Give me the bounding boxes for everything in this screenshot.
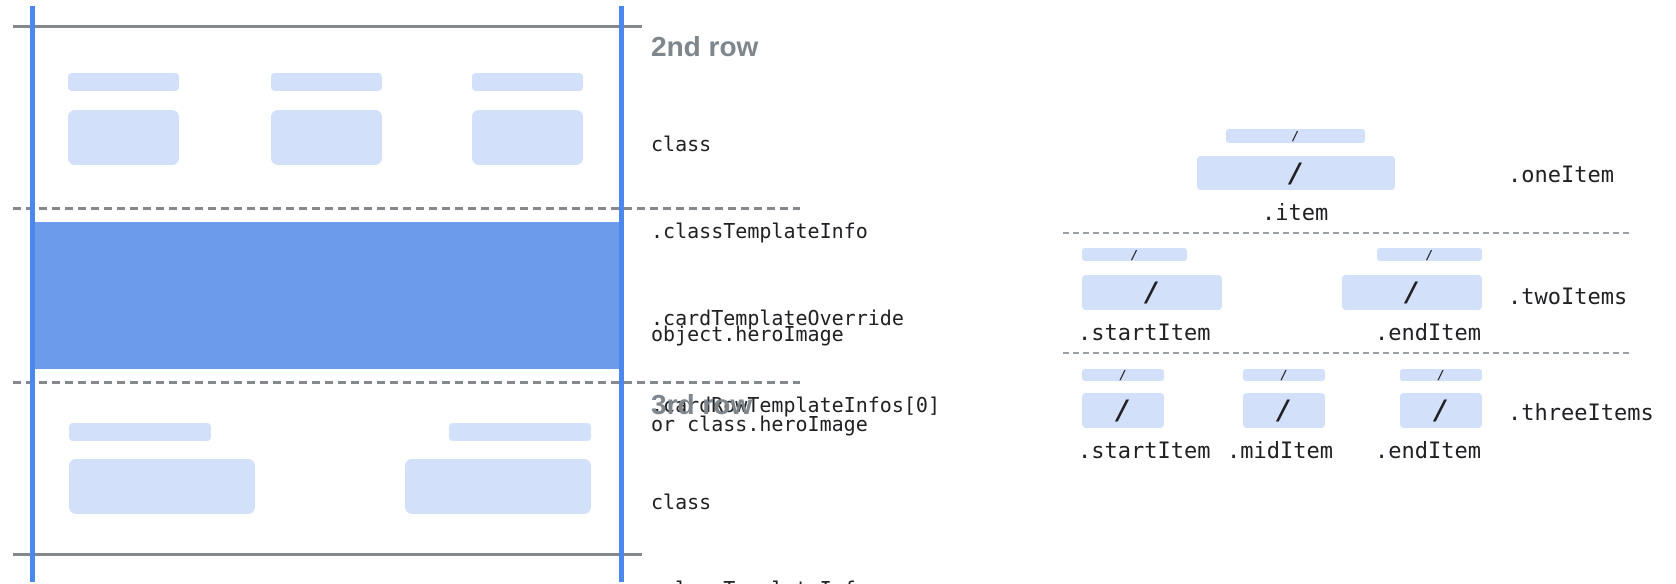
row3-divider-dashed-line — [13, 381, 800, 384]
row3-col2-label-chip — [449, 423, 591, 441]
slash-glyph: / — [1143, 277, 1161, 308]
one-item-value-chip: / — [1197, 156, 1395, 190]
slash-glyph: / — [1425, 247, 1434, 262]
row2-col1-label-chip — [68, 73, 179, 91]
row2-col1-value-chip — [68, 110, 179, 165]
row3-col2-value-chip — [405, 459, 591, 514]
three-items-mid-label-chip: / — [1243, 369, 1325, 381]
slash-glyph: / — [1432, 395, 1450, 426]
one-item-group-label: .oneItem — [1508, 163, 1614, 188]
two-items-end-value-chip: / — [1342, 275, 1482, 310]
slash-glyph: / — [1114, 395, 1132, 426]
row2-col3-label-chip — [472, 73, 583, 91]
code-line: .classTemplateInfo — [651, 219, 868, 243]
code-line: class — [651, 132, 712, 156]
row2-divider-dashed-line — [13, 207, 800, 210]
three-items-end-value-chip: / — [1400, 393, 1482, 428]
two-items-group-label: .twoItems — [1508, 285, 1628, 310]
row3-col1-value-chip — [69, 459, 255, 514]
slash-glyph: / — [1130, 247, 1139, 262]
two-items-end-label-chip: / — [1377, 248, 1482, 261]
row3-col1-label-chip — [69, 423, 211, 441]
code-line: .cardRowTemplateInfos[0] — [651, 393, 940, 417]
two-items-start-label-chip: / — [1082, 248, 1187, 261]
row2-col2-value-chip — [271, 110, 382, 165]
end-item-label: .endItem — [1375, 321, 1481, 346]
code-line: or class.heroImage — [651, 412, 868, 436]
start-item-label: .startItem — [1078, 321, 1211, 346]
card-top-edge-line — [13, 25, 642, 28]
three-items-start-label-chip: / — [1082, 369, 1164, 381]
row2-col3-value-chip — [472, 110, 583, 165]
three-items-mid-value-chip: / — [1243, 393, 1325, 428]
hero-image-code-block: object.heroImage or class.heroImage — [651, 259, 868, 499]
row3-heading: 3rd row — [651, 389, 753, 420]
template-divider-dashed-line — [1063, 352, 1630, 354]
three-items-group-label: .threeItems — [1508, 401, 1654, 426]
slash-glyph: / — [1287, 157, 1305, 189]
mid-item-label: .midItem — [1227, 439, 1333, 464]
row2-col2-label-chip — [271, 73, 382, 91]
row2-code-block: class .classTemplateInfo .cardTemplateOv… — [651, 72, 940, 478]
row3-code-block: class .classTemplateInfo .cardTemplateOv… — [651, 430, 940, 584]
slash-glyph: / — [1280, 368, 1288, 382]
slash-glyph: / — [1403, 277, 1421, 308]
three-items-end-label-chip: / — [1400, 369, 1482, 381]
code-line: .classTemplateInfo — [651, 575, 940, 584]
card-left-guide-line — [30, 6, 35, 582]
card-right-guide-line — [619, 6, 624, 582]
start-item-label: .startItem — [1078, 439, 1211, 464]
two-items-start-value-chip: / — [1082, 275, 1222, 310]
row2-heading: 2nd row — [651, 31, 759, 62]
three-items-start-value-chip: / — [1082, 393, 1164, 428]
code-line: .cardTemplateOverride — [651, 306, 904, 330]
item-label: .item — [1262, 201, 1329, 226]
slash-glyph: / — [1437, 368, 1445, 382]
code-line: object.heroImage — [651, 322, 844, 346]
code-line: class — [651, 490, 712, 514]
slash-glyph: / — [1119, 368, 1127, 382]
template-divider-dashed-line — [1063, 232, 1630, 234]
hero-image-band — [30, 222, 624, 369]
slash-glyph: / — [1291, 129, 1300, 143]
card-bottom-edge-line — [13, 553, 642, 556]
one-item-label-chip: / — [1226, 129, 1365, 143]
end-item-label: .endItem — [1375, 439, 1481, 464]
slash-glyph: / — [1275, 395, 1293, 426]
